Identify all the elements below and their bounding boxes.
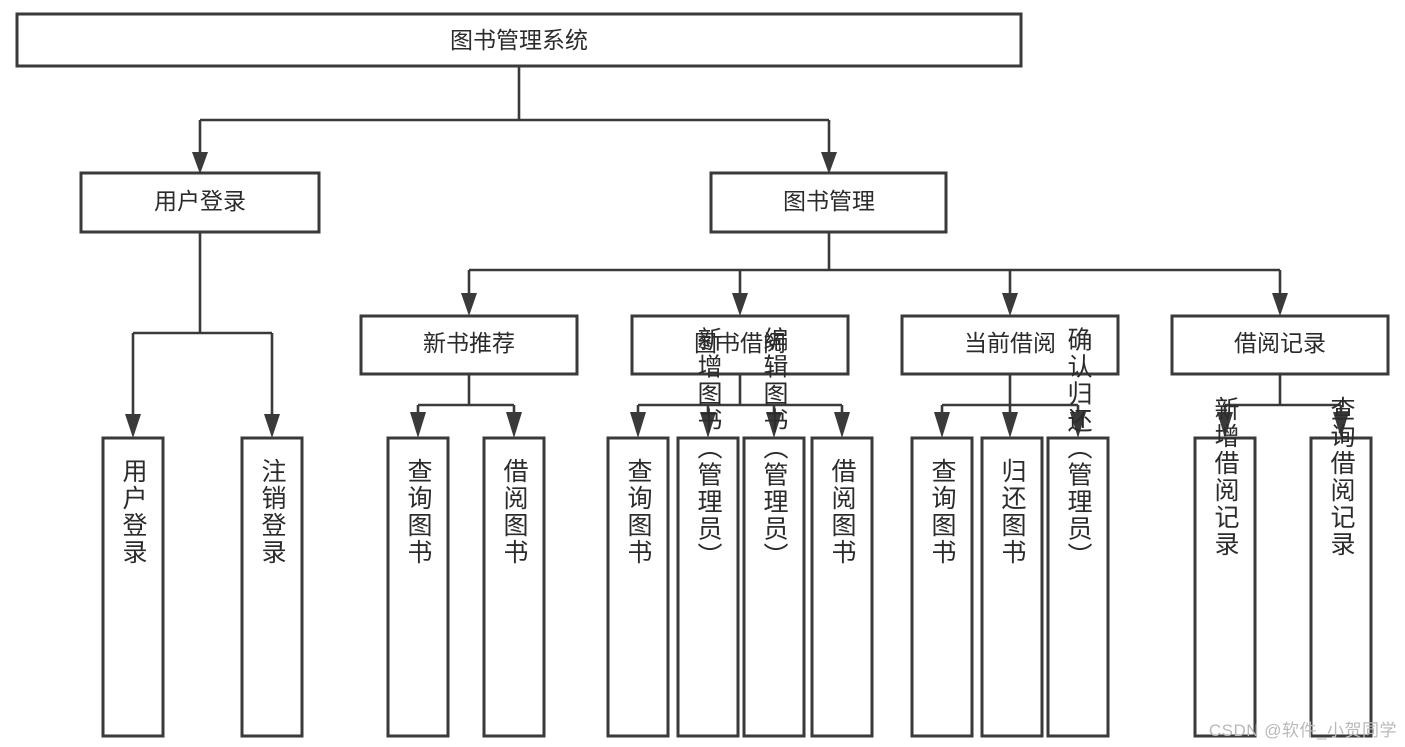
- arrowhead-leaf-query-record: [1333, 412, 1349, 438]
- node-leaf-logout-login[interactable]: 注销登录: [240, 436, 304, 738]
- node-leaf-borrow-book-2-box[interactable]: [810, 436, 874, 738]
- node-leaf-query-book-2-box[interactable]: [606, 436, 670, 738]
- node-leaf-query-record[interactable]: 查询借阅记录: [1309, 396, 1373, 738]
- node-book-manage-label: 图书管理: [783, 188, 875, 214]
- node-leaf-return-book-label: 归还图书: [998, 458, 1027, 566]
- node-leaf-return-book[interactable]: 归还图书: [980, 436, 1044, 738]
- node-leaf-query-book-1[interactable]: 查询图书: [386, 436, 450, 738]
- node-current-borrow-label: 当前借阅: [964, 330, 1056, 356]
- node-new-book-rec[interactable]: 新书推荐: [359, 314, 579, 376]
- node-root-label: 图书管理系统: [450, 27, 588, 53]
- arrowhead-leaf-query-book-3: [934, 412, 950, 438]
- node-leaf-user-login[interactable]: 用户登录: [101, 436, 165, 738]
- node-book-borrow-box[interactable]: [630, 314, 850, 376]
- node-leaf-query-book-2-label: 查询图书: [624, 458, 653, 566]
- node-leaf-confirm-return-label: 确认归还（管理员）: [1064, 327, 1093, 570]
- node-book-borrow[interactable]: 图书借阅: [630, 314, 850, 376]
- edge-group-book-borrow-to-leaves: [630, 374, 850, 438]
- node-leaf-edit-book-label: 编辑图书（管理员）: [760, 327, 789, 570]
- node-leaf-user-login-label: 用户登录: [119, 458, 148, 566]
- node-book-manage[interactable]: 图书管理: [709, 171, 948, 234]
- node-leaf-query-book-3[interactable]: 查询图书: [910, 436, 974, 738]
- arrowhead-leaf-return-book: [1002, 412, 1018, 438]
- arrowhead-leaf-confirm-return: [1070, 412, 1086, 438]
- node-leaf-query-record-label: 查询借阅记录: [1327, 396, 1356, 558]
- edge-group-user-login-to-leaves: [125, 232, 280, 438]
- node-leaf-query-book-1-label: 查询图书: [404, 458, 433, 566]
- arrowhead-leaf-query-book-1: [410, 412, 426, 438]
- node-leaf-edit-book[interactable]: 编辑图书（管理员）: [742, 327, 806, 738]
- node-borrow-record-box[interactable]: [1170, 314, 1390, 376]
- node-leaf-add-record-label: 新增借阅记录: [1211, 396, 1240, 558]
- node-leaf-add-book-label: 新增图书（管理员）: [694, 327, 723, 570]
- arrowhead-current-borrow: [1002, 293, 1018, 316]
- node-root[interactable]: 图书管理系统: [15, 12, 1023, 68]
- edge-group-borrow-record-to-leaves: [1217, 374, 1349, 438]
- node-leaf-user-login-box[interactable]: [101, 436, 165, 738]
- edge-group-book-manage-to-level3: [461, 232, 1288, 316]
- node-current-borrow[interactable]: 当前借阅: [900, 314, 1120, 376]
- arrowhead-new-book-rec: [461, 293, 477, 316]
- node-leaf-query-book-3-label: 查询图书: [928, 458, 957, 566]
- node-leaf-add-book-box[interactable]: [676, 436, 740, 738]
- arrowhead-book-borrow: [732, 293, 748, 316]
- node-borrow-record-label: 借阅记录: [1234, 330, 1326, 356]
- node-leaf-query-book-3-box[interactable]: [910, 436, 974, 738]
- node-leaf-borrow-book-1-label: 借阅图书: [500, 458, 529, 566]
- node-leaf-query-record-box[interactable]: [1309, 436, 1373, 738]
- arrowhead-borrow-record: [1272, 293, 1288, 316]
- arrowhead-leaf-user-login: [125, 414, 141, 438]
- node-user-login-box[interactable]: [79, 171, 321, 234]
- arrowhead-leaf-add-book: [700, 412, 716, 438]
- node-leaf-return-book-box[interactable]: [980, 436, 1044, 738]
- edge-group-new-book-rec-to-leaves: [410, 374, 522, 438]
- arrowhead-leaf-add-record: [1217, 412, 1233, 438]
- edge-group-root-to-level2: [192, 66, 837, 174]
- node-leaf-borrow-book-1-box[interactable]: [482, 436, 546, 738]
- node-user-login[interactable]: 用户登录: [79, 171, 321, 234]
- node-leaf-logout-login-box[interactable]: [240, 436, 304, 738]
- node-leaf-add-record[interactable]: 新增借阅记录: [1193, 396, 1257, 738]
- arrowhead-leaf-query-book-2: [630, 412, 646, 438]
- node-leaf-borrow-book-1[interactable]: 借阅图书: [482, 436, 546, 738]
- node-borrow-record[interactable]: 借阅记录: [1170, 314, 1390, 376]
- node-new-book-rec-box[interactable]: [359, 314, 579, 376]
- arrowhead-leaf-logout-login: [264, 414, 280, 438]
- node-leaf-query-book-2[interactable]: 查询图书: [606, 436, 670, 738]
- arrowhead-book-manage: [821, 152, 837, 174]
- node-leaf-add-record-box[interactable]: [1193, 436, 1257, 738]
- arrowhead-leaf-borrow-book-1: [506, 412, 522, 438]
- edge-group-current-borrow-to-leaves: [934, 374, 1086, 438]
- node-root-box[interactable]: [15, 12, 1023, 68]
- node-leaf-borrow-book-2-label: 借阅图书: [828, 458, 857, 566]
- node-current-borrow-box[interactable]: [900, 314, 1120, 376]
- node-user-login-label: 用户登录: [154, 188, 246, 214]
- arrowhead-leaf-borrow-book-2: [834, 412, 850, 438]
- node-leaf-edit-book-box[interactable]: [742, 436, 806, 738]
- node-leaf-logout-login-label: 注销登录: [258, 458, 287, 566]
- node-book-borrow-label: 图书借阅: [694, 330, 786, 356]
- node-leaf-borrow-book-2[interactable]: 借阅图书: [810, 436, 874, 738]
- node-book-manage-box[interactable]: [709, 171, 948, 234]
- node-leaf-confirm-return-box[interactable]: [1046, 436, 1110, 738]
- node-leaf-add-book[interactable]: 新增图书（管理员）: [676, 327, 740, 738]
- node-new-book-rec-label: 新书推荐: [423, 330, 515, 356]
- arrowhead-leaf-edit-book: [766, 412, 782, 438]
- arrowhead-user-login: [192, 152, 208, 174]
- node-leaf-query-book-1-box[interactable]: [386, 436, 450, 738]
- node-leaf-confirm-return[interactable]: 确认归还（管理员）: [1046, 327, 1110, 738]
